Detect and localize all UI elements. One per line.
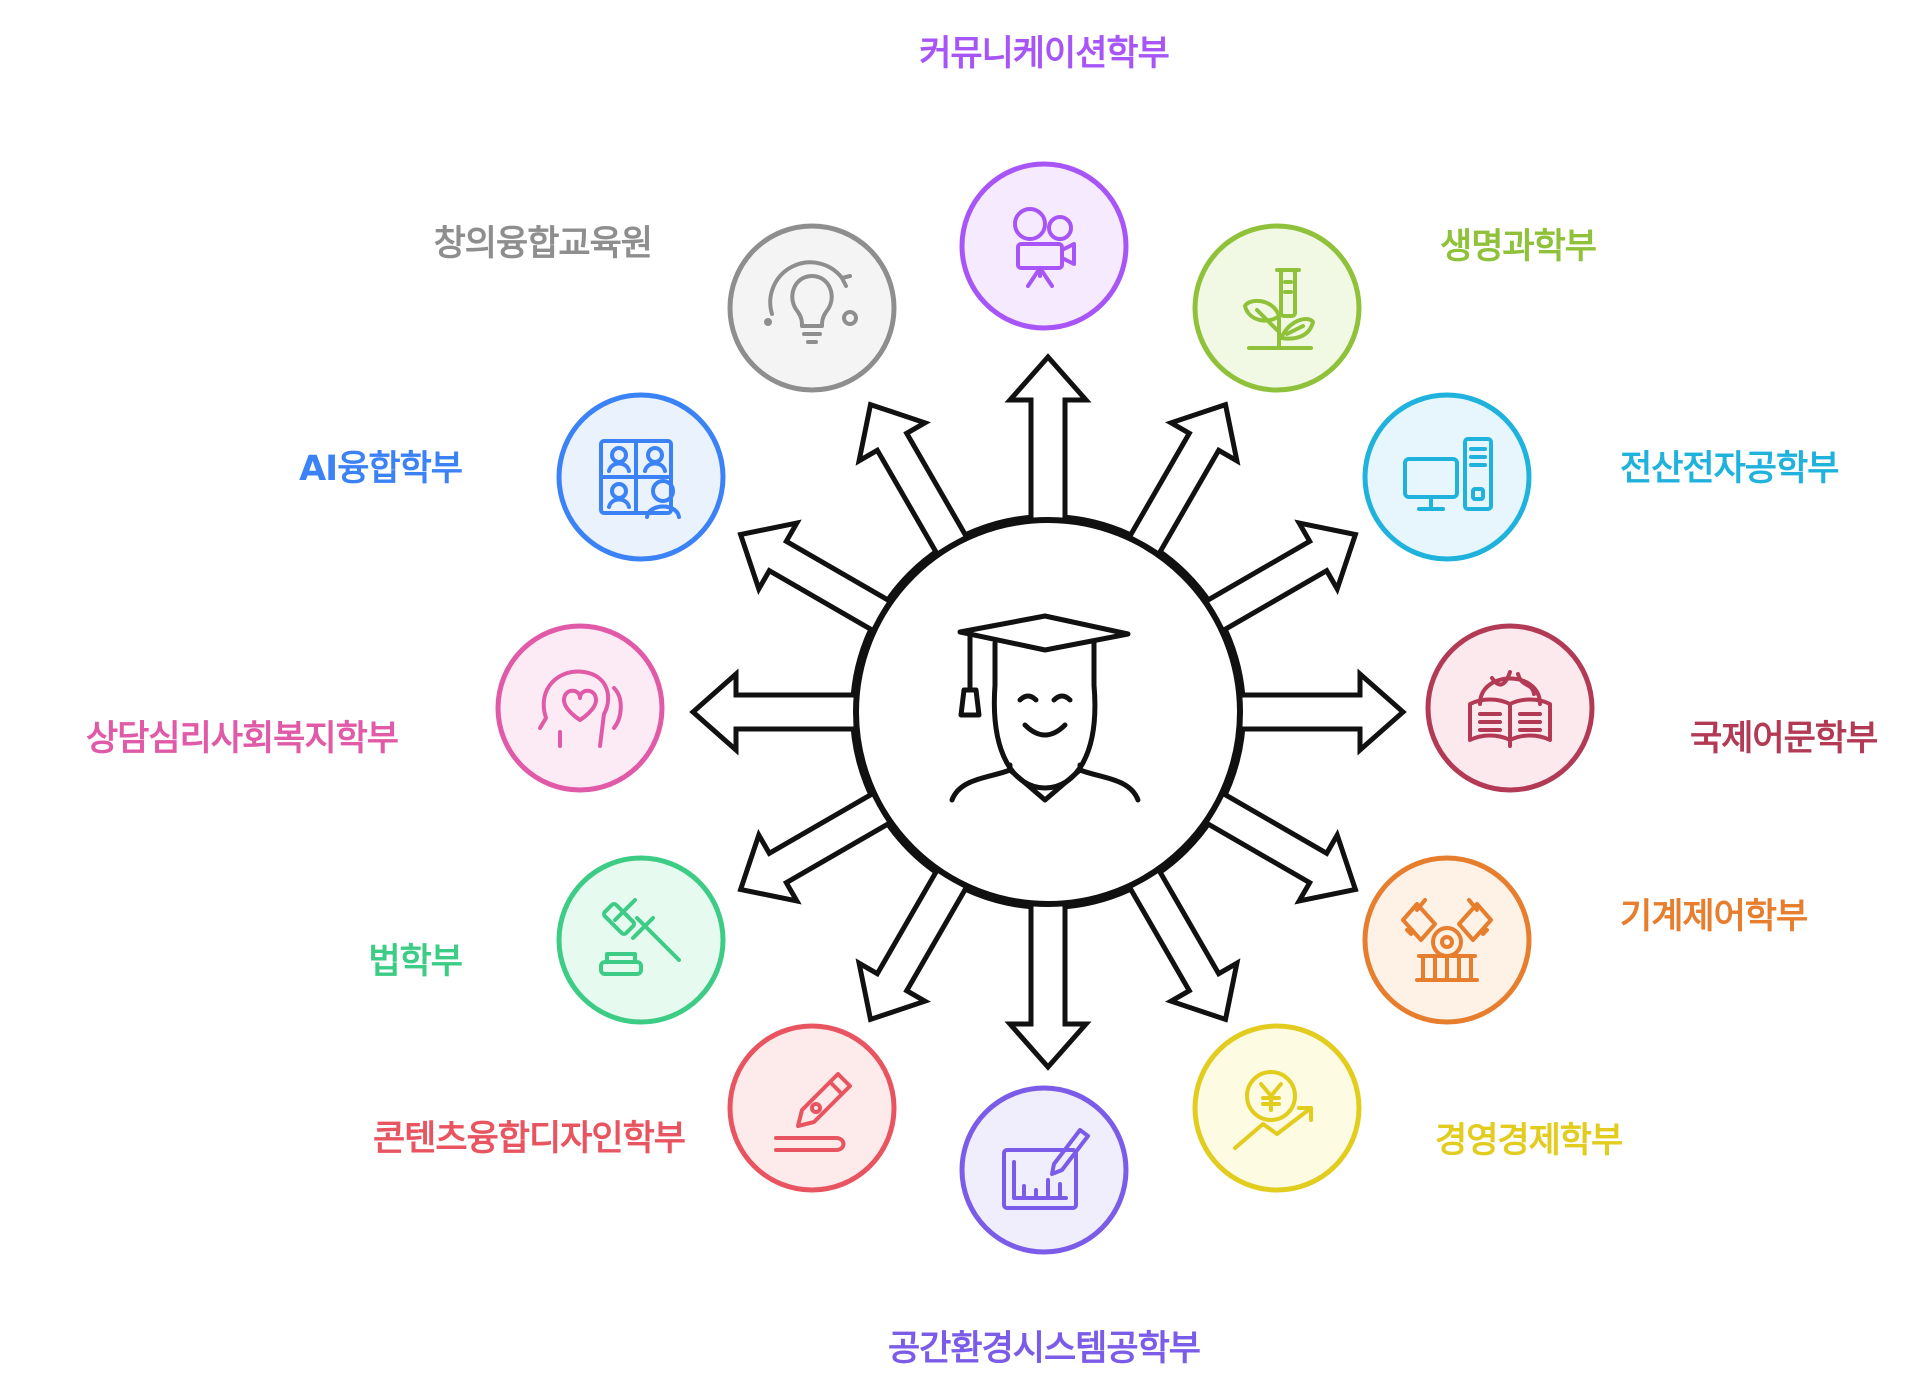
arrow-3 <box>1237 668 1407 756</box>
arrow-9 <box>689 668 859 756</box>
arrow-6 <box>1004 901 1092 1071</box>
desktop-computer-icon <box>1403 437 1493 511</box>
graduate-student-icon <box>949 613 1141 803</box>
department-node-computer-eng[interactable]: 전산전자공학부 <box>1362 392 1839 562</box>
department-node-intl-language[interactable]: 국제어문학부 <box>1425 623 1878 793</box>
arrow-11 <box>855 401 971 558</box>
department-label-ai: AI융합학부 <box>299 449 462 489</box>
department-node-life-science[interactable]: 생명과학부 <box>1192 223 1597 393</box>
department-node-creative[interactable]: 창의융합교육원 <box>434 223 897 393</box>
department-label-business: 경영경제학부 <box>1435 1121 1622 1161</box>
department-circle <box>1362 392 1532 562</box>
department-label-content-design: 콘텐츠융합디자인학부 <box>373 1119 685 1159</box>
arrow-7 <box>855 866 971 1023</box>
department-node-ai[interactable]: AI융합학부 <box>299 392 726 562</box>
department-label-creative: 창의융합교육원 <box>434 224 652 264</box>
hub-inner <box>853 517 1243 907</box>
department-nodes: 커뮤니케이션학부생명과학부전산전자공학부국제어문학부기계제어학부경영경제학부공간… <box>86 34 1878 1369</box>
department-node-business[interactable]: 경영경제학부 <box>1192 1023 1623 1193</box>
lightbulb-idea-icon <box>764 260 858 344</box>
department-node-spatial-env[interactable]: 공간환경시스템공학부 <box>888 1085 1201 1369</box>
department-label-life-science: 생명과학부 <box>1440 227 1596 267</box>
blueprint-pencil-icon <box>1002 1128 1090 1210</box>
yen-coin-growth-icon <box>1233 1070 1313 1150</box>
head-heart-icon <box>538 669 623 748</box>
plant-test-tube-icon <box>1243 268 1315 350</box>
department-node-counseling[interactable]: 상담심리사회복지학부 <box>86 623 665 793</box>
arrow-2 <box>1202 519 1359 635</box>
department-node-mechanical[interactable]: 기계제어학부 <box>1362 855 1808 1025</box>
department-label-spatial-env: 공간환경시스템공학부 <box>888 1329 1200 1369</box>
department-circle <box>959 1085 1129 1255</box>
department-label-intl-language: 국제어문학부 <box>1690 719 1877 759</box>
arrows-group <box>689 353 1407 1071</box>
department-label-computer-eng: 전산전자공학부 <box>1620 449 1838 489</box>
arrow-0 <box>1004 353 1092 523</box>
department-circle <box>556 855 726 1025</box>
video-camera-icon <box>1013 207 1076 288</box>
department-circle <box>727 223 897 393</box>
robot-arms-icon <box>1401 898 1493 982</box>
department-node-law[interactable]: 법학부 <box>368 855 726 1025</box>
arrow-4 <box>1202 789 1359 905</box>
department-circle <box>495 623 665 793</box>
department-label-communication: 커뮤니케이션학부 <box>919 34 1169 74</box>
gavel-icon <box>599 898 681 976</box>
department-label-mechanical: 기계제어학부 <box>1620 897 1807 937</box>
arrow-5 <box>1125 866 1241 1023</box>
pen-nib-icon <box>774 1072 852 1152</box>
department-label-law: 법학부 <box>368 942 462 982</box>
department-node-content-design[interactable]: 콘텐츠융합디자인학부 <box>373 1023 897 1193</box>
department-label-counseling: 상담심리사회복지학부 <box>86 719 398 759</box>
video-call-people-icon <box>599 439 681 519</box>
department-circle <box>1362 855 1532 1025</box>
globe-book-icon <box>1468 670 1552 748</box>
department-node-communication[interactable]: 커뮤니케이션학부 <box>919 34 1170 331</box>
arrow-10 <box>737 519 894 635</box>
arrow-1 <box>1125 401 1241 558</box>
department-circle <box>1192 1023 1362 1193</box>
arrow-8 <box>737 789 894 905</box>
